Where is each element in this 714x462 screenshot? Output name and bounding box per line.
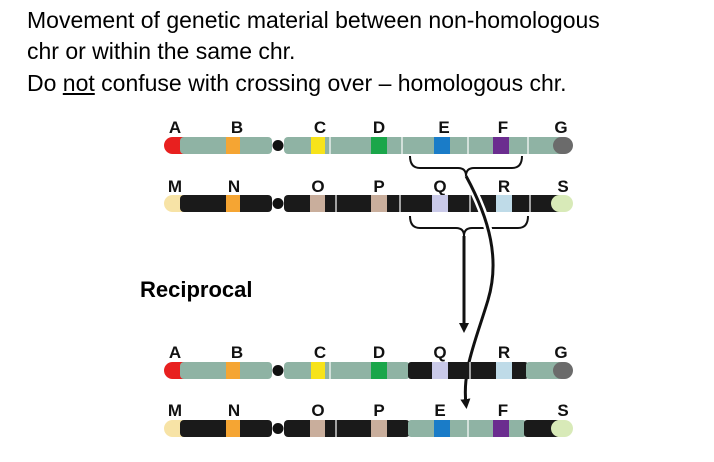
label-G-1: G — [554, 118, 567, 137]
chr2-segment-bracket — [409, 215, 529, 237]
chr1-grey-tip — [553, 137, 573, 154]
chr1a-band-B — [226, 362, 240, 379]
chr2a-band-O — [310, 420, 325, 437]
chromosome-1-before: A B C D E F G — [164, 118, 573, 154]
label-E-2: E — [434, 401, 445, 420]
label-O-1: O — [311, 177, 324, 196]
chr2-band-R — [496, 195, 512, 212]
chr1a-centromere — [272, 365, 284, 376]
chr2-light-green-tip — [551, 195, 573, 212]
chr2a-band-E — [434, 420, 450, 437]
label-R-2: R — [498, 343, 510, 362]
label-B-1: B — [231, 118, 243, 137]
chr2-centromere — [272, 198, 284, 209]
chr2-band-N — [226, 195, 240, 212]
chr1a-green-end — [526, 362, 562, 379]
label-D-1: D — [373, 118, 385, 137]
label-S-2: S — [557, 401, 568, 420]
chr1-band-C — [311, 137, 325, 154]
chr1-band-F — [493, 137, 509, 154]
caption-line-2: chr or within the same chr. — [27, 38, 296, 64]
reciprocal-label: Reciprocal — [140, 277, 253, 302]
label-A-2: A — [169, 343, 181, 362]
caption-underlined-not: not — [62, 70, 95, 96]
chr1a-band-C — [311, 362, 325, 379]
label-R-1: R — [498, 177, 510, 196]
chr1a-band-D — [371, 362, 387, 379]
label-M-2: M — [168, 401, 182, 420]
label-Q-1: Q — [433, 177, 446, 196]
chromosome-2-before: M N O P Q R S — [164, 177, 573, 212]
label-M-1: M — [168, 177, 182, 196]
chr2a-band-F — [493, 420, 509, 437]
label-G-2: G — [554, 343, 567, 362]
label-D-2: D — [373, 343, 385, 362]
chr2-long-arm — [284, 195, 564, 212]
chr2a-band-N — [226, 420, 240, 437]
chr2-band-Q — [432, 195, 448, 212]
chr1a-grey-tip — [553, 362, 573, 379]
chr1a-band-R — [496, 362, 512, 379]
label-O-2: O — [311, 401, 324, 420]
chr1-band-D — [371, 137, 387, 154]
chr1a-band-Q — [432, 362, 448, 379]
label-F-1: F — [498, 118, 508, 137]
label-P-2: P — [373, 401, 384, 420]
chromosome-2-after: M N O P E F S — [164, 401, 573, 437]
label-E-1: E — [438, 118, 449, 137]
caption-line-3: Do not confuse with crossing over – homo… — [27, 68, 567, 98]
chr2-band-P — [371, 195, 387, 212]
caption-line-1: Movement of genetic material between non… — [27, 7, 600, 33]
label-P-1: P — [373, 177, 384, 196]
caption-line-3-prefix: Do — [27, 70, 63, 96]
chr2-band-O — [310, 195, 325, 212]
chr1-band-B — [226, 137, 240, 154]
label-S-1: S — [557, 177, 568, 196]
label-F-2: F — [498, 401, 508, 420]
label-C-1: C — [314, 118, 326, 137]
label-C-2: C — [314, 343, 326, 362]
caption-line-3-suffix: confuse with crossing over – homologous … — [94, 70, 567, 96]
label-A-1: A — [169, 118, 181, 137]
label-Q-2: Q — [433, 343, 446, 362]
chr1-centromere — [272, 140, 284, 151]
chr2a-band-P — [371, 420, 387, 437]
chr1-band-E — [434, 137, 450, 154]
chr2a-long-arm-black — [284, 420, 410, 437]
chr1-segment-bracket — [409, 155, 523, 177]
chr1a-long-arm-green — [284, 362, 410, 379]
chr2a-light-green-tip — [551, 420, 573, 437]
label-N-1: N — [228, 177, 240, 196]
label-N-2: N — [228, 401, 240, 420]
chr2a-centromere — [272, 423, 284, 434]
chromosome-1-after: A B C D Q R G — [164, 343, 573, 379]
chr1-long-arm — [284, 137, 566, 154]
label-B-2: B — [231, 343, 243, 362]
chr2a-black-end — [524, 420, 560, 437]
